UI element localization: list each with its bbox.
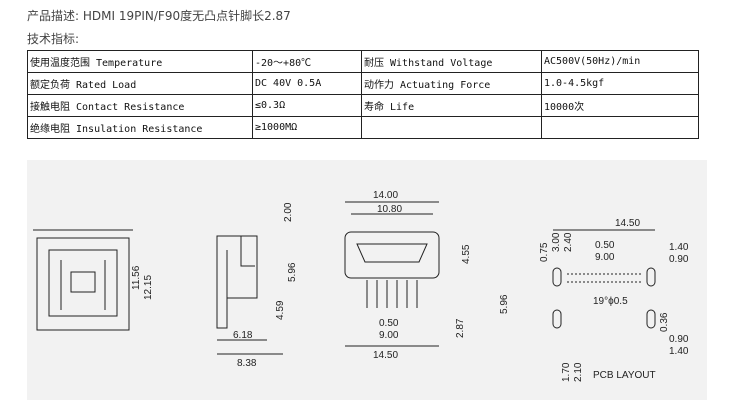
dim-label: 1.40: [669, 242, 689, 253]
dim-label: 0.50: [595, 240, 615, 251]
dim-label: 5.96: [499, 294, 510, 314]
dim-label: 14.50: [615, 218, 640, 229]
dim-label: 9.00: [379, 330, 399, 341]
dim-label: 2.10: [573, 362, 584, 382]
dim-label: 14.50: [373, 350, 398, 361]
spec-cell: 使用温度范围 Temperature: [27, 50, 253, 73]
table-row: 额定负荷 Rated Load DC 40V 0.5A 动作力 Actuatin…: [27, 72, 699, 95]
dim-label: 0.90: [669, 254, 689, 265]
dim-label: 0.50: [379, 318, 399, 329]
dim-label: 4.55: [461, 244, 472, 264]
dim-label: 0.36: [659, 312, 670, 332]
spec-cell: 接触电阻 Contact Resistance: [27, 94, 253, 117]
dim-label: 1.40: [669, 346, 689, 357]
dim-label: 10.80: [377, 204, 402, 215]
drawing-svg: 11.56 12.15 2.00 5.96 4.59 6.18 8.38 14.…: [33, 190, 689, 382]
spec-cell: 10000次: [541, 94, 699, 117]
dim-label: 0.90: [669, 334, 689, 345]
dim-label: 6.18: [233, 330, 253, 341]
spec-cell: [361, 116, 542, 139]
spec-cell: -20～+80℃: [252, 50, 362, 73]
dim-label: 8.38: [237, 358, 257, 369]
table-row: 接触电阻 Contact Resistance ≤0.3Ω 寿命 Life 10…: [27, 94, 699, 117]
dim-label: 5.96: [287, 262, 298, 282]
dim-label: 2.00: [283, 202, 294, 222]
spec-cell: DC 40V 0.5A: [252, 72, 362, 95]
table-row: 绝缘电阻 Insulation Resistance ≥1000MΩ: [27, 116, 699, 139]
side-view: [216, 235, 283, 355]
dim-label: 19°ϕ0.5: [593, 296, 628, 307]
plug-view: [344, 201, 440, 347]
spec-cell: AC500V(50Hz)/min: [541, 50, 699, 73]
spec-cell: ≥1000MΩ: [252, 116, 362, 139]
dim-label: 9.00: [595, 252, 615, 263]
dim-label: 1.70: [561, 362, 572, 382]
spec-table: 使用温度范围 Temperature -20～+80℃ 耐压 Withstand…: [27, 50, 699, 139]
dim-label: 12.15: [143, 275, 154, 300]
description-text: HDMI 19PIN/F90度无凸点针脚长2.87: [82, 9, 291, 23]
spec-cell: 耐压 Withstand Voltage: [361, 50, 542, 73]
pcb-layout-view: [552, 229, 656, 329]
spec-cell: 绝缘电阻 Insulation Resistance: [27, 116, 253, 139]
description-label: 产品描述:: [27, 9, 80, 23]
dim-label: 11.56: [131, 265, 142, 290]
pcb-layout-label: PCB LAYOUT: [593, 370, 656, 381]
front-view: [33, 229, 133, 331]
dim-label: 4.59: [275, 300, 286, 320]
dim-label: 3.00: [551, 232, 562, 252]
dim-label: 0.75: [539, 242, 550, 262]
dim-label: 2.87: [455, 318, 466, 338]
spec-cell: ≤0.3Ω: [252, 94, 362, 117]
spec-cell: 额定负荷 Rated Load: [27, 72, 253, 95]
dim-label: 2.40: [563, 232, 574, 252]
dim-label: 14.00: [373, 190, 398, 201]
spec-cell: 1.0-4.5kgf: [541, 72, 699, 95]
technical-drawing: 11.56 12.15 2.00 5.96 4.59 6.18 8.38 14.…: [27, 160, 707, 400]
spec-cell: 动作力 Actuating Force: [361, 72, 542, 95]
table-row: 使用温度范围 Temperature -20～+80℃ 耐压 Withstand…: [27, 50, 699, 73]
spec-cell: 寿命 Life: [361, 94, 542, 117]
product-description: 产品描述: HDMI 19PIN/F90度无凸点针脚长2.87: [27, 7, 291, 24]
spec-cell: [541, 116, 699, 139]
specs-label: 技术指标:: [27, 32, 80, 46]
